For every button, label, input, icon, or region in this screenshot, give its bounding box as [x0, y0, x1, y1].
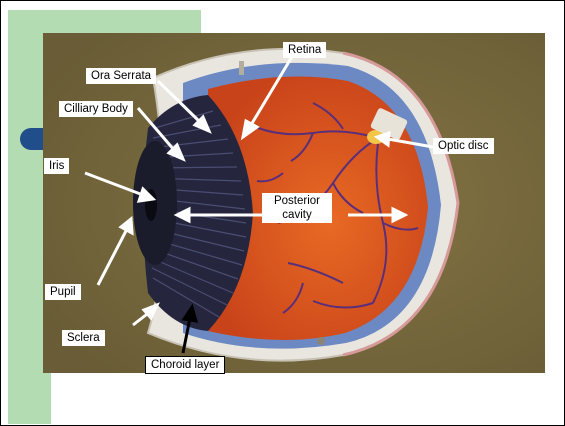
- label-sclera: Sclera: [62, 330, 105, 346]
- shell-pin-top: [239, 61, 244, 75]
- label-ora-serrata: Ora Serrata: [86, 68, 156, 84]
- label-optic-disc: Optic disc: [433, 138, 494, 154]
- label-choroid-layer: Choroid layer: [145, 356, 225, 374]
- label-cilliary-body: Cilliary Body: [59, 101, 133, 117]
- shell-pin-bottom: [317, 337, 325, 345]
- label-iris: Iris: [44, 158, 69, 174]
- label-posterior-cavity-line1: Posterior: [267, 194, 327, 208]
- label-pupil: Pupil: [45, 284, 81, 300]
- label-posterior-cavity-line2: cavity: [267, 208, 327, 222]
- label-posterior-cavity: Posterior cavity: [262, 193, 332, 223]
- label-retina: Retina: [283, 42, 326, 58]
